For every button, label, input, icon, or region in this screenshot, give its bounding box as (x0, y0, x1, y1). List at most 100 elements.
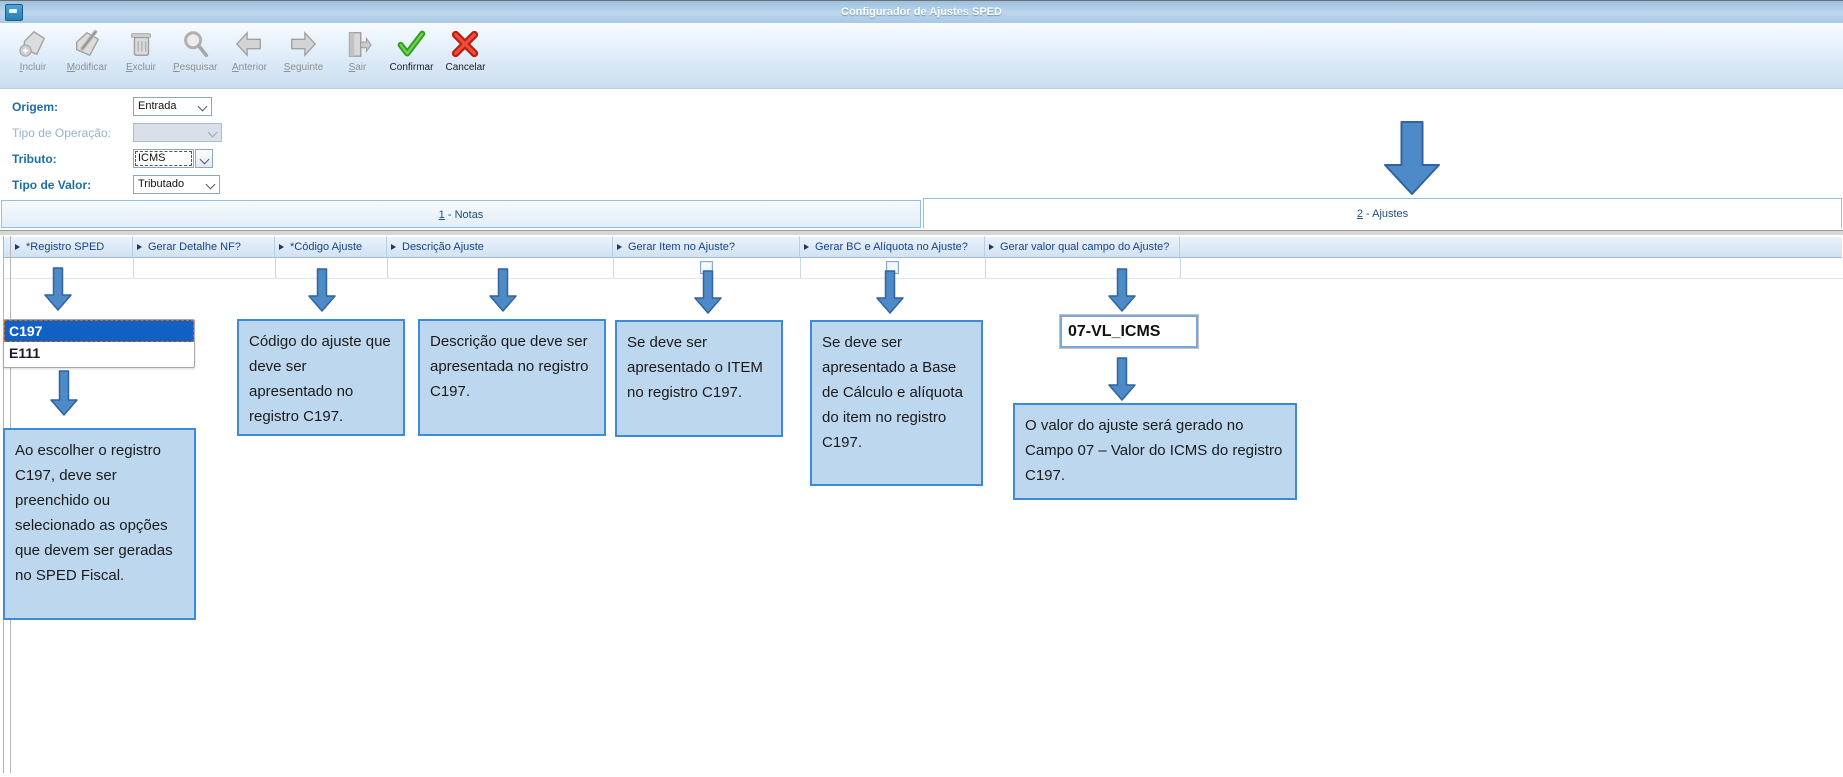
column-marker-icon (15, 244, 20, 250)
incluir-label: Incluir (19, 62, 47, 73)
confirmar-label: Confirmar (389, 62, 434, 73)
door-icon (349, 32, 373, 57)
tab-notas-label: 1 - Notas (438, 209, 484, 221)
gerar-valor-arrow-icon (1108, 268, 1136, 312)
tipo-operacao-select[interactable] (133, 123, 222, 142)
callout-gerar-bc-aliquota: Se deve ser apresentado a Base de Cálcul… (810, 320, 983, 486)
modificar-label: Modificar (66, 62, 108, 73)
tributo-value: ICMS (138, 152, 166, 164)
seguinte-label: Seguinte (283, 62, 324, 73)
window-title: Configurador de Ajustes SPED (841, 6, 1002, 18)
modificar-button[interactable]: Modificar (60, 27, 114, 75)
confirmar-button[interactable]: Confirmar (384, 27, 438, 75)
column-marker-icon (804, 244, 809, 250)
grid-cell-border (800, 258, 801, 278)
tab-notas[interactable]: 1 - Notas (1, 200, 921, 228)
grid-row-divider (3, 278, 1843, 279)
origem-label: Origem: (12, 100, 59, 114)
callout-gerar-valor-campo: O valor do ajuste será gerado no Campo 0… (1013, 403, 1297, 500)
anterior-label: Anterior (231, 62, 267, 73)
listbox-item-e111[interactable]: E111 (9, 345, 41, 361)
column-header-label: *Registro SPED (26, 241, 105, 253)
check-icon (398, 30, 426, 57)
column-header-label: *Código Ajuste (290, 241, 363, 253)
column-header-label: Gerar Detalhe NF? (148, 241, 241, 253)
gerar-item-arrow-icon (694, 270, 722, 314)
column-marker-icon (137, 244, 142, 250)
callout-descricao-ajuste: Descrição que deve ser apresentada no re… (418, 319, 606, 436)
tab-separator (0, 230, 1843, 236)
column-header-gerar-bc-aliquota[interactable]: Gerar BC e Alíquota no Ajuste? (800, 236, 985, 258)
tipo-operacao-label: Tipo de Operação: (12, 126, 111, 140)
arrow-right-icon (291, 31, 317, 57)
anterior-button[interactable]: Anterior (222, 27, 276, 75)
cancelar-button[interactable]: Cancelar (438, 27, 492, 75)
tag-plus-icon (19, 30, 46, 57)
chevron-down-icon (207, 127, 218, 138)
toolbar: Incluir Modificar Excluir Pesquisar (0, 23, 1843, 89)
origem-value: Entrada (138, 100, 177, 112)
column-marker-icon (617, 244, 622, 250)
campo-to-callout-arrow-icon (1108, 357, 1136, 401)
registro-sped-listbox[interactable]: C197 E111 (3, 319, 195, 368)
column-header-label: Gerar BC e Alíquota no Ajuste? (815, 241, 968, 253)
tab-ajustes[interactable]: 2 - Ajustes (923, 198, 1842, 229)
excluir-label: Excluir (125, 62, 156, 73)
sair-button[interactable]: Sair (330, 27, 384, 75)
chevron-down-icon (199, 154, 210, 165)
grid-cell-border (133, 258, 134, 278)
column-header-descricao-ajuste[interactable]: Descrição Ajuste (387, 236, 613, 258)
cross-icon (452, 30, 479, 58)
grid-cell-border (613, 258, 614, 278)
descricao-ajuste-arrow-icon (489, 268, 517, 312)
origem-select[interactable]: Entrada (133, 97, 212, 116)
codigo-ajuste-arrow-icon (308, 268, 336, 312)
column-header-filler (1180, 236, 1842, 258)
listbox-to-callout-arrow-icon (50, 370, 78, 416)
callout-codigo-ajuste: Código do ajuste que deve ser apresentad… (237, 319, 405, 436)
grid-cell-border (387, 258, 388, 278)
pesquisar-label: Pesquisar (173, 62, 218, 73)
column-marker-icon (279, 244, 284, 250)
column-marker-icon (989, 244, 994, 250)
tag-pencil-icon (75, 29, 100, 57)
tipo-valor-value: Tributado (138, 178, 185, 190)
tributo-dropdown-button[interactable] (195, 149, 213, 168)
column-header-label: Descrição Ajuste (402, 241, 484, 253)
tipo-valor-label: Tipo de Valor: (12, 178, 92, 192)
tributo-select[interactable]: ICMS (133, 149, 194, 168)
column-header-gerar-detalhe-nf[interactable]: Gerar Detalhe NF? (133, 236, 275, 258)
column-header-registro-sped[interactable]: *Registro SPED (11, 236, 133, 258)
column-header-label: Gerar Item no Ajuste? (628, 241, 735, 253)
tipo-valor-select[interactable]: Tributado (133, 175, 220, 194)
arrow-left-icon (236, 31, 262, 57)
gerar-bc-arrow-icon (876, 270, 904, 314)
chevron-down-icon (197, 101, 208, 112)
excluir-button[interactable]: Excluir (114, 27, 168, 75)
column-header-gerar-item[interactable]: Gerar Item no Ajuste? (613, 236, 800, 258)
column-header-codigo-ajuste[interactable]: *Código Ajuste (275, 236, 387, 258)
chevron-down-icon (205, 179, 216, 190)
column-header-label: Gerar valor qual campo do Ajuste? (1000, 241, 1170, 253)
callout-gerar-item: Se deve ser apresentado o ITEM no regist… (615, 320, 783, 437)
incluir-button[interactable]: Incluir (6, 27, 60, 75)
cancelar-label: Cancelar (445, 62, 486, 73)
grid-cell-border (985, 258, 986, 278)
registro-sped-arrow-icon (44, 267, 72, 311)
grid-cell-border (275, 258, 276, 278)
callout-registro-sped: Ao escolher o registro C197, deve ser pr… (3, 428, 196, 620)
listbox-item-c197[interactable]: C197 (4, 320, 194, 342)
sair-label: Sair (348, 62, 367, 73)
column-header-gerar-valor-campo[interactable]: Gerar valor qual campo do Ajuste? (985, 236, 1180, 258)
title-bar: Configurador de Ajustes SPED (0, 1, 1843, 24)
tributo-label: Tributo: (12, 152, 57, 166)
column-marker-icon (391, 244, 396, 250)
campo-ajuste-field[interactable]: 07-VL_ICMS (1060, 315, 1198, 348)
pesquisar-button[interactable]: Pesquisar (168, 27, 222, 75)
tab-ajustes-label: 2 - Ajustes (1356, 208, 1409, 220)
tab-ajustes-pointer-arrow-icon (1384, 121, 1440, 195)
grid-cell-border (1180, 258, 1181, 278)
window-menu-icon[interactable] (5, 4, 23, 21)
seguinte-button[interactable]: Seguinte (276, 27, 330, 75)
